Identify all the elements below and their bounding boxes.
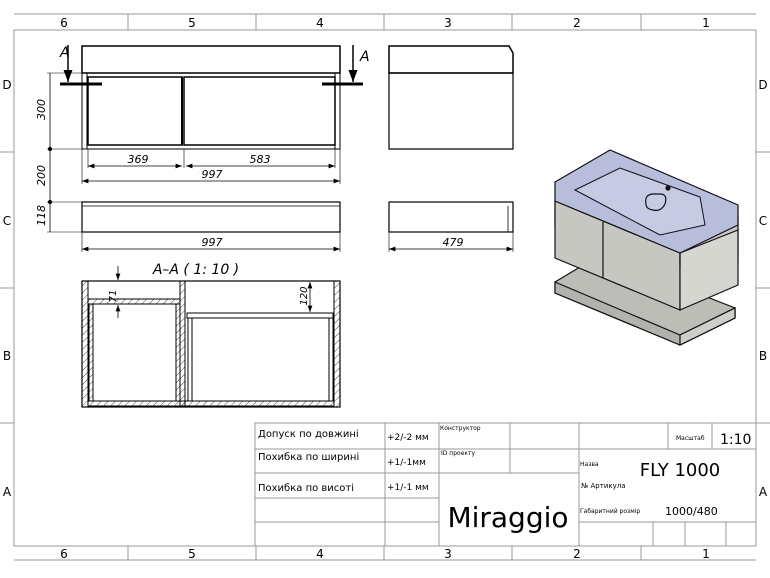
dim-300: 300 — [35, 99, 48, 120]
dim-583: 583 — [250, 153, 271, 166]
dim-997-top: 997 — [202, 168, 223, 181]
dim-200: 200 — [35, 165, 48, 186]
designer-label: Конструктор — [440, 425, 481, 432]
column-label: 4 — [316, 16, 324, 30]
dim-369: 369 — [128, 153, 149, 166]
front-view: A A — [59, 45, 370, 150]
size-label: Габаритний розмір — [580, 508, 640, 515]
scale-value: 1:10 — [720, 432, 751, 448]
tolerance-length-value: +2/-2 мм — [387, 433, 429, 443]
vertical-dimensions: 300 200 118 — [35, 72, 82, 233]
tolerance-width-label: Похибка по ширині — [258, 451, 359, 463]
row-label: B — [759, 349, 767, 363]
row-label: B — [3, 349, 11, 363]
isometric-view — [554, 149, 739, 346]
dim-118: 118 — [35, 205, 48, 226]
base-front-view: 997 — [81, 201, 341, 252]
column-label: 3 — [444, 16, 452, 30]
column-label: 1 — [702, 16, 710, 30]
column-label: 6 — [60, 16, 68, 30]
title-block: Допуск по довжині +2/-2 мм Похибка по ши… — [254, 422, 757, 547]
column-label: 3 — [444, 547, 452, 561]
brand-name: Miraggio — [447, 501, 568, 534]
project-id-label: ID проекту — [441, 450, 476, 457]
row-label: A — [3, 485, 12, 499]
dim-71: 71 — [108, 290, 119, 303]
tolerance-width-value: +1/-1мм — [387, 458, 426, 468]
product-name: FLY 1000 — [640, 460, 721, 481]
row-label: C — [759, 214, 767, 228]
scale-label: Масштаб — [676, 435, 705, 442]
row-label: D — [2, 78, 11, 92]
section-title: A–A ( 1: 10 ) — [152, 262, 239, 278]
size-value: 1000/480 — [665, 505, 718, 518]
row-label: D — [758, 78, 767, 92]
tolerance-height-label: Похибка по висоті — [258, 482, 354, 494]
section-view: A–A ( 1: 10 ) 71 120 — [81, 262, 341, 408]
column-label: 5 — [188, 547, 196, 561]
row-label: C — [3, 214, 11, 228]
column-label: 6 — [60, 547, 68, 561]
column-label: 1 — [702, 547, 710, 561]
article-label: № Артикула — [581, 482, 626, 490]
section-marker-left: A — [59, 45, 70, 61]
column-label: 5 — [188, 16, 196, 30]
side-view: 479 — [388, 45, 514, 252]
front-dimensions: 369 583 997 — [81, 149, 341, 184]
dim-479: 479 — [443, 236, 464, 249]
row-label: A — [759, 485, 768, 499]
tolerance-height-value: +1/-1 мм — [387, 483, 429, 493]
column-label: 2 — [573, 16, 581, 30]
column-label: 2 — [573, 547, 581, 561]
dim-997-base: 997 — [202, 236, 223, 249]
column-label: 4 — [316, 547, 324, 561]
section-marker-right: A — [359, 49, 370, 65]
tolerance-length-label: Допуск по довжині — [258, 428, 359, 440]
dim-120: 120 — [299, 286, 310, 305]
name-label: Назва — [580, 461, 599, 468]
